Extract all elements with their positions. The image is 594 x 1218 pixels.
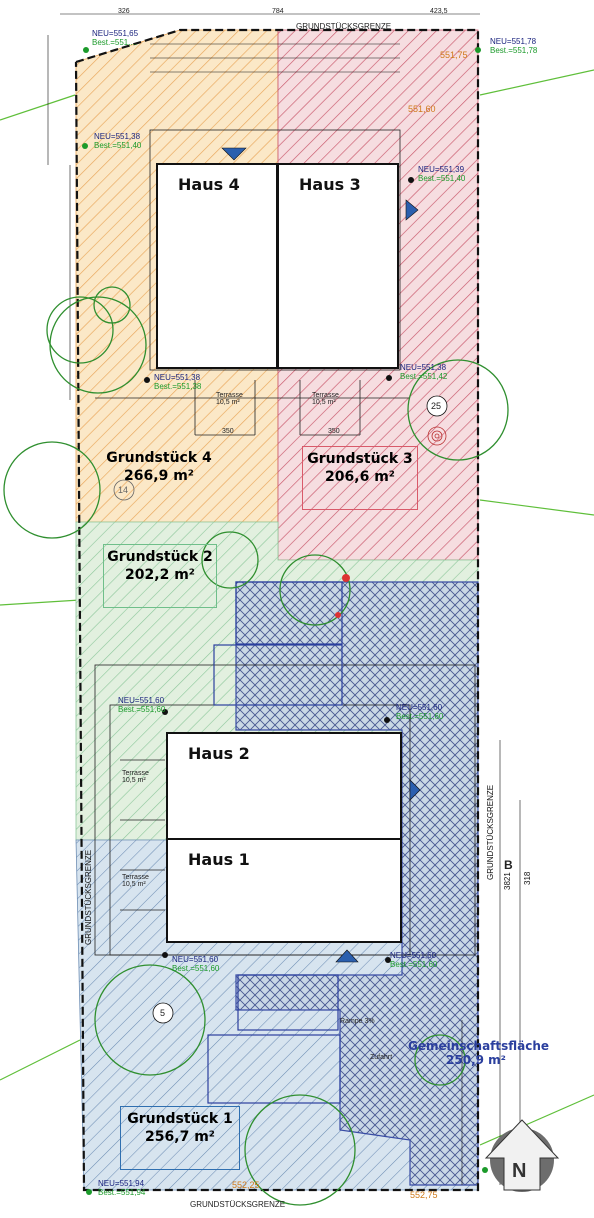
dim-top-left: 326 <box>118 8 130 15</box>
plot-3-name: Grundstück 3 <box>307 451 413 467</box>
letter-b: B <box>504 858 513 872</box>
haus-3-label: Haus 3 <box>299 175 361 194</box>
plot-1-label: Grundstück 1 256,7 m² <box>120 1106 240 1170</box>
plot-1-name: Grundstück 1 <box>127 1111 233 1127</box>
dimension-lines <box>47 13 521 1185</box>
tree-markers <box>113 395 448 1024</box>
plot-1-area: 256,7 m² <box>145 1128 215 1145</box>
common-area-label: Gemeinschaftsfläche 250,9 m² <box>408 1039 550 1068</box>
dim-318: 318 <box>523 871 532 885</box>
dim-3821: 3821 <box>503 872 512 890</box>
boundary-label-right: GRUNDSTÜCKSGRENZE <box>486 784 495 880</box>
level-top: 551,75 <box>440 50 468 60</box>
haus-1-label: Haus 1 <box>188 850 250 869</box>
plot-4-label: Grundstück 4 266,9 m² <box>96 446 222 496</box>
tree-25-label: 25 <box>431 401 442 411</box>
elevation-pins <box>82 47 488 1195</box>
dim-350-left: 350 <box>222 428 234 435</box>
plot-3-area: 206,6 m² <box>325 468 395 485</box>
boundary-label-left: GRUNDSTÜCKSGRENZE <box>84 849 93 945</box>
haus-1: Haus 1 <box>166 838 402 943</box>
haus-2: Haus 2 <box>166 732 402 840</box>
level-bottom-left: 552,25 <box>232 1180 260 1190</box>
zufahrt-label: Zufahrt <box>370 1054 393 1061</box>
plot-4-area: 266,9 m² <box>124 467 194 484</box>
survey-points <box>335 574 350 618</box>
dim-top-mid: 784 <box>272 8 284 15</box>
haus-4: Haus 4 <box>156 163 278 369</box>
level-red: 551,60 <box>408 104 436 114</box>
north-label: N <box>512 1160 527 1182</box>
green-survey-lines <box>0 69 594 1146</box>
common-area-name: Gemeinschaftsfläche <box>408 1039 550 1053</box>
plot-2-area: 202,2 m² <box>125 566 195 583</box>
north-arrow-icon <box>484 1119 560 1192</box>
haus-2-label: Haus 2 <box>188 744 250 763</box>
dim-350-right: 350 <box>328 428 340 435</box>
tree-circles <box>3 286 509 1206</box>
level-bottom-right: 552,75 <box>410 1190 438 1200</box>
plot-2-label: Grundstück 2 202,2 m² <box>103 544 217 608</box>
haus-4-label: Haus 4 <box>178 175 240 194</box>
dim-top-right: 423,5 <box>430 8 448 15</box>
boundary-label-bottom: GRUNDSTÜCKSGRENZE <box>190 1200 286 1209</box>
property-boundary <box>74 28 480 1192</box>
common-area-area: 250,9 m² <box>446 1052 506 1067</box>
haus-3: Haus 3 <box>277 163 399 369</box>
entry-markers <box>221 147 421 963</box>
boundary-label-top: GRUNDSTÜCKSGRENZE <box>296 22 392 31</box>
plot-4-name: Grundstück 4 <box>106 450 212 466</box>
tree-14-label: 14 <box>118 485 129 495</box>
plot-2-name: Grundstück 2 <box>107 549 213 565</box>
tree-5-label: 5 <box>160 1008 166 1018</box>
plot-3-label: Grundstück 3 206,6 m² <box>302 446 418 510</box>
rampe-label: Rampe 3% <box>340 1018 375 1025</box>
